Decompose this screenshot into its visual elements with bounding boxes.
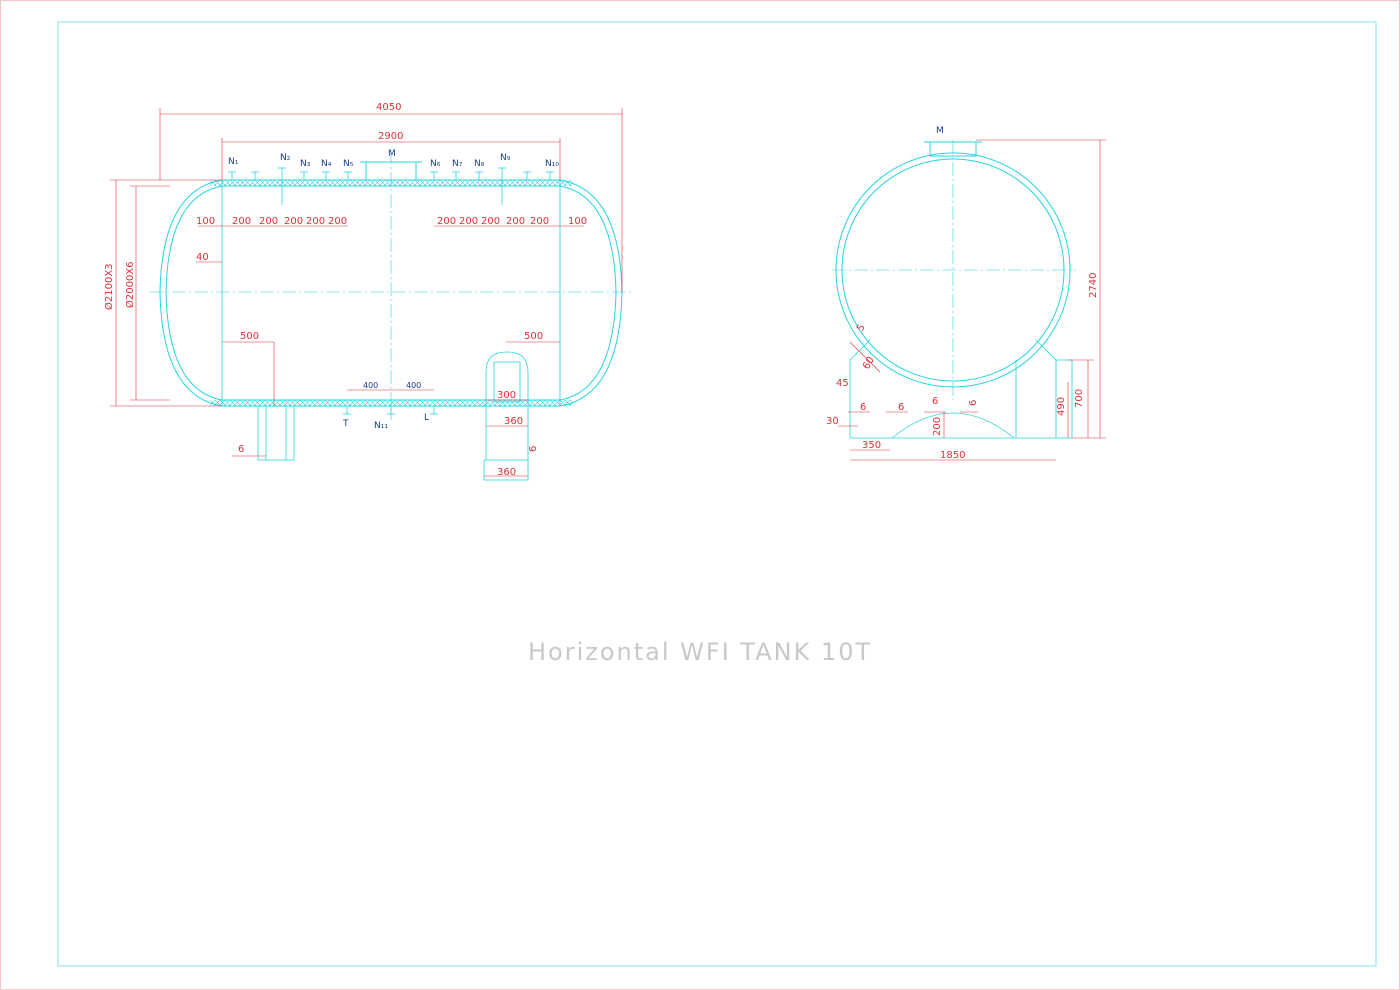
dim-outer-diameter: Ø2100X3 <box>103 263 115 310</box>
dim-support-right: 500 <box>524 331 543 342</box>
dim-pitch-4: 200 <box>306 216 325 227</box>
left-support <box>257 405 295 461</box>
dim-pitch-2: 200 <box>259 216 278 227</box>
inner-frame <box>57 21 1377 967</box>
nozzle-label-n11: N₁₁ <box>374 421 388 431</box>
end-dim-t1: 6 <box>860 402 866 413</box>
dim-overall-length: 4050 <box>376 102 401 113</box>
dimension-lines <box>110 108 623 477</box>
end-dim-t3: 6 <box>932 396 938 407</box>
end-view: M <box>826 126 1106 461</box>
end-dim-t4: 6 <box>968 400 979 406</box>
nozzle-label-manhole: M <box>388 149 396 159</box>
dim-lug: 40 <box>196 252 209 263</box>
end-dim-height: 2740 <box>1088 273 1099 298</box>
dim-saddle-top: 300 <box>497 390 516 401</box>
dim-saddle-gap: 6 <box>528 446 539 452</box>
nozzle-label-n4: N₄ <box>321 159 332 169</box>
end-dim-pad-small: 5 <box>855 322 868 333</box>
dim-pitch-right-2: 200 <box>459 216 478 227</box>
end-dim-saddle-inner: 490 <box>1056 397 1067 416</box>
dim-pitch-1: 200 <box>232 216 251 227</box>
dim-pitch-right-5: 200 <box>530 216 549 227</box>
dim-edge-left: 100 <box>196 216 215 227</box>
dim-pitch-right-1: 200 <box>437 216 456 227</box>
dim-pitch-right-3: 200 <box>481 216 500 227</box>
bottom-nozzles <box>343 406 438 415</box>
nozzle-label-n1: N₁ <box>228 157 239 167</box>
dim-pitch-3: 200 <box>284 216 303 227</box>
end-dimension-lines <box>838 139 1106 461</box>
end-dim-chamfer: 30 <box>826 416 839 427</box>
nozzle-label-n5: N₅ <box>343 159 354 169</box>
drawing-title: Horizontal WFI TANK 10T <box>528 638 872 666</box>
end-dim-t2: 6 <box>898 402 904 413</box>
dim-inner-diameter: Ø2000X6 <box>124 261 136 308</box>
dim-saddle-mid: 360 <box>504 416 523 427</box>
end-dim-angle: 45 <box>836 378 849 389</box>
nozzle-label-t: T <box>342 419 349 429</box>
dim-pitch-right-4: 200 <box>506 216 525 227</box>
end-dim-width: 1850 <box>940 450 965 461</box>
nozzle-label-l: L <box>424 413 429 423</box>
dim-bottom-left: 400 <box>363 381 378 390</box>
nozzle-label-n6: N₆ <box>430 159 441 169</box>
nozzle-label-n9: N₉ <box>500 153 511 163</box>
dim-pitch-5: 200 <box>328 216 347 227</box>
dim-bottom-right: 400 <box>406 381 421 390</box>
end-dim-rib: 200 <box>932 417 943 436</box>
nozzle-label-n3: N₃ <box>300 159 311 169</box>
nozzle-label-n10: N₁₀ <box>545 159 559 169</box>
dim-saddle-base: 360 <box>497 467 516 478</box>
side-view: N₁ N₂ N₃ N₄ N₅ M N₆ N₇ N₈ N₉ N₁₀ T N₁₁ L <box>103 102 632 481</box>
nozzle-label-n2: N₂ <box>280 153 291 163</box>
end-saddle <box>849 339 1073 439</box>
dim-edge-right: 100 <box>568 216 587 227</box>
end-dim-foot: 350 <box>862 440 881 451</box>
dim-foot-gap: 6 <box>238 444 244 455</box>
dim-shell-length: 2900 <box>378 131 403 142</box>
top-nozzles <box>228 167 554 205</box>
nozzle-label-n7: N₇ <box>452 159 463 169</box>
end-manhole-label: M <box>936 126 944 136</box>
dim-support-left: 500 <box>240 331 259 342</box>
end-dim-saddle-height: 700 <box>1074 389 1085 408</box>
nozzle-label-n8: N₈ <box>474 159 485 169</box>
right-support <box>483 351 529 481</box>
